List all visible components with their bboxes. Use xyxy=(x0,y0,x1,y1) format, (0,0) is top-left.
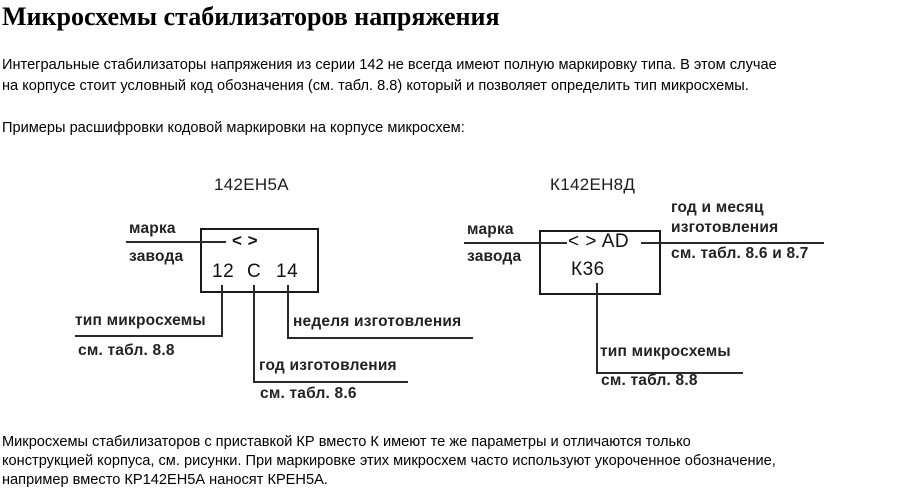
leader-line-week-horizontal xyxy=(287,337,473,339)
label-year-ref: см. табл. 8.6 xyxy=(260,385,357,402)
label-year: год изготовления xyxy=(259,357,397,374)
label-chip-type: тип микросхемы xyxy=(75,312,206,329)
label-year-month-2: изготовления xyxy=(671,219,779,236)
label-chip-type: тип микросхемы xyxy=(600,343,731,360)
intro-paragraph-line-2: на корпусе стоит условный код обозначени… xyxy=(2,78,749,94)
label-week: неделя изготовления xyxy=(293,313,462,330)
chip-code-type: 12 xyxy=(212,261,235,282)
leader-line-factory-mark xyxy=(126,241,226,243)
label-factory-mark-1: марка xyxy=(467,221,514,238)
diagram-title: 142ЕН5А xyxy=(214,175,289,194)
label-factory-mark-2: завода xyxy=(129,248,184,265)
chip-code-year: C xyxy=(247,261,262,282)
label-year-month-1: год и месяц xyxy=(671,199,764,216)
chip-body xyxy=(539,230,661,295)
label-chip-type-ref: см. табл. 8.8 xyxy=(601,372,698,389)
chip-body xyxy=(200,228,319,293)
footer-paragraph-line-3: например вместо КР142ЕН5А наносят КРЕН5А… xyxy=(2,472,328,488)
chip-logo-and-date-code: < > AD xyxy=(568,231,630,252)
leader-line-type-horizontal xyxy=(75,335,223,337)
label-chip-type-ref: см. табл. 8.8 xyxy=(78,342,175,359)
leader-line-year-horizontal xyxy=(253,381,408,383)
leader-line-year-month xyxy=(641,242,824,244)
leader-line-year-vertical xyxy=(253,285,255,381)
page-title: Микросхемы стабилизаторов напряжения xyxy=(2,2,500,31)
footer-paragraph-line-2: конструкцией корпуса, см. рисунки. При м… xyxy=(2,453,776,469)
leader-line-type-horizontal xyxy=(596,372,743,374)
leader-line-factory-mark xyxy=(464,242,567,244)
leader-line-week-vertical xyxy=(287,285,289,338)
diagram-title: К142ЕН8Д xyxy=(550,175,636,194)
chip-code-week: 14 xyxy=(276,261,299,282)
label-year-month-ref: см. табл. 8.6 и 8.7 xyxy=(671,245,809,262)
footer-paragraph-line-1: Микросхемы стабилизаторов с приставкой К… xyxy=(2,434,691,450)
leader-line-type-vertical xyxy=(596,283,598,373)
label-factory-mark-2: завода xyxy=(467,248,522,265)
examples-heading: Примеры расшифровки кодовой маркировки н… xyxy=(2,120,465,136)
chip-factory-logo: < > xyxy=(232,231,259,250)
chip-type-code: К36 xyxy=(571,259,605,280)
intro-paragraph-line-1: Интегральные стабилизаторы напряжения из… xyxy=(2,57,777,73)
label-factory-mark-1: марка xyxy=(129,220,176,237)
leader-line-type-vertical xyxy=(221,285,223,336)
